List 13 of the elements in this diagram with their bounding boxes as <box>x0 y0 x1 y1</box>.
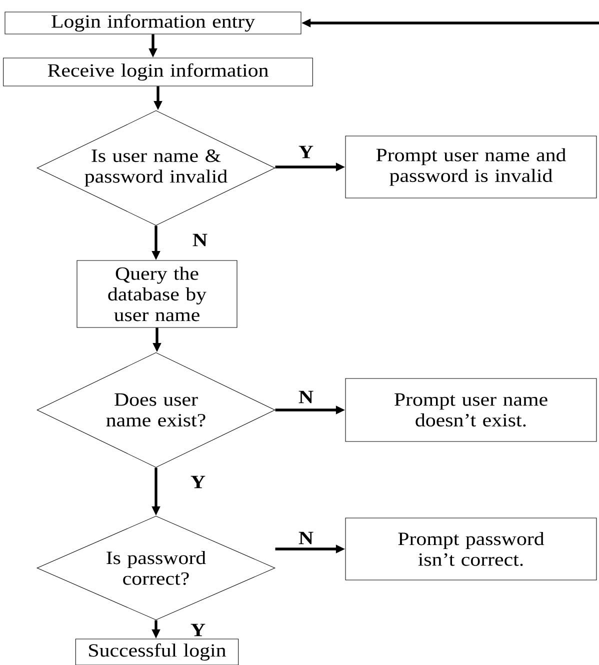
process-box: Prompt user name and password is invalid <box>345 136 597 198</box>
process-box: Prompt password isn’t correct. <box>345 518 597 580</box>
edge-label: Y <box>190 476 206 488</box>
process-box: Receive login information <box>3 58 313 86</box>
process-box: Successful login <box>75 638 239 665</box>
process-box: Query the database by user name <box>76 260 238 328</box>
edge-label: N <box>298 532 314 544</box>
process-box: Prompt user name doesn’t exist. <box>345 378 597 442</box>
edge-label: Y <box>298 146 314 158</box>
edge-label: Y <box>190 624 206 636</box>
edge-label: N <box>298 390 314 404</box>
edge-label: N <box>192 234 208 246</box>
process-box: Login information entry <box>4 12 302 34</box>
